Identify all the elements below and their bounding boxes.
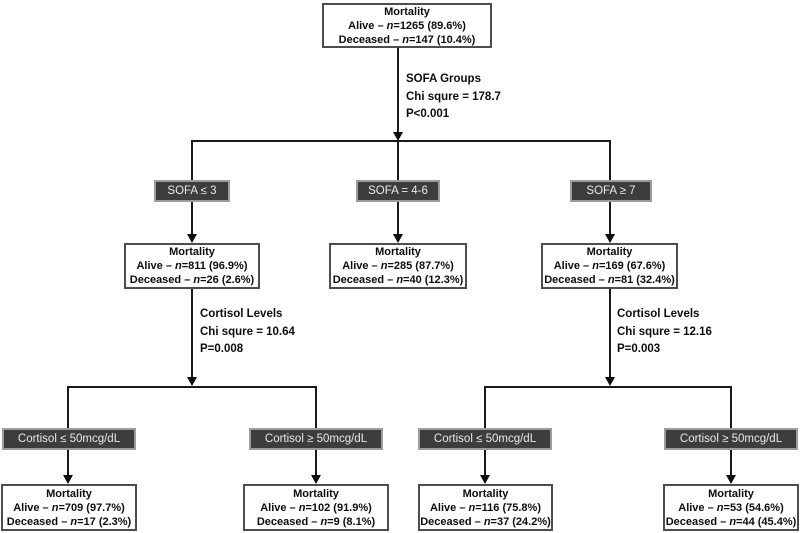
connector-sofa-rail	[192, 140, 610, 142]
box-title: Mortality	[46, 487, 92, 500]
alive-stat: Alive – n=169 (67.6%)	[553, 260, 666, 272]
split-chi: Chi squre = 12.16	[617, 325, 712, 338]
split-p: P=0.003	[617, 343, 661, 355]
mortality-box-le3-cort-ge50: Mortality Alive – n=102 (91.9%) Deceased…	[243, 484, 389, 531]
mortality-box-ge7-cort-ge50: Mortality Alive – n=53 (54.6%) Deceased …	[663, 484, 799, 531]
cortisol-split-annotation-left: Cortisol Levels Chi squre = 10.64 P=0.00…	[200, 306, 295, 359]
alive-stat: Alive – n=709 (97.7%)	[13, 501, 125, 514]
split-p: P=0.008	[200, 343, 244, 355]
connector-right-rail	[485, 386, 731, 388]
deceased-stat: Deceased – n=44 (45.4%)	[665, 515, 797, 528]
connector	[730, 386, 732, 428]
split-label: SOFA Groups	[406, 73, 481, 85]
connector	[397, 202, 399, 235]
alive-stat: Alive – n=285 (87.7%)	[342, 260, 454, 272]
alive-stat: Alive – n=53 (54.6%)	[678, 501, 784, 514]
split-chi: Chi squre = 178.7	[406, 90, 501, 103]
connector-drop-center	[397, 140, 399, 180]
connector-drop-left	[191, 140, 193, 180]
mortality-box-sofa-ge7: Mortality Alive – n=169 (67.6%) Deceased…	[541, 243, 678, 289]
connector-left-rail	[68, 386, 316, 388]
connector	[609, 202, 611, 235]
split-chi: Chi squre = 10.64	[200, 325, 295, 338]
arrowhead	[311, 475, 321, 484]
arrowhead	[726, 475, 736, 484]
deceased-stat: Deceased – n=81 (32.4%)	[544, 274, 675, 286]
connector-root-stem	[397, 48, 399, 133]
deceased-stat: Deceased – n=40 (12.3%)	[332, 274, 464, 286]
deceased-stat: Deceased – n=147 (10.4%)	[338, 33, 476, 46]
connector-left-cortisol-stem	[191, 289, 193, 378]
arrowhead	[480, 475, 490, 484]
sofa-ge7-label: SOFA ≥ 7	[570, 180, 652, 202]
alive-stat: Alive – n=116 (75.8%)	[429, 501, 541, 514]
alive-stat: Alive – n=1265 (89.6%)	[348, 19, 466, 32]
deceased-stat: Deceased – n=17 (2.3%)	[6, 515, 132, 528]
deceased-stat: Deceased – n=9 (8.1%)	[256, 515, 376, 528]
arrowhead	[187, 234, 197, 243]
deceased-stat: Deceased – n=37 (24.2%)	[420, 515, 551, 528]
split-label: Cortisol Levels	[200, 308, 283, 320]
cortisol-le50-label-left: Cortisol ≤ 50mcg/dL	[2, 428, 136, 450]
box-title: Mortality	[708, 487, 754, 500]
sofa-split-annotation: SOFA Groups Chi squre = 178.7 P<0.001	[406, 71, 501, 124]
connector	[67, 450, 69, 476]
box-title: Mortality	[384, 5, 430, 18]
alive-stat: Alive – n=811 (96.9%)	[136, 260, 248, 272]
box-title: Mortality	[169, 246, 215, 258]
mortality-box-sofa-4-6: Mortality Alive – n=285 (87.7%) Deceased…	[329, 243, 467, 289]
connector-drop-right	[609, 140, 611, 180]
sofa-4-6-label: SOFA = 4-6	[356, 180, 440, 202]
cortisol-ge50-label-right: Cortisol ≥ 50mcg/dL	[664, 428, 798, 450]
box-title: Mortality	[293, 487, 339, 500]
sofa-le3-label: SOFA ≤ 3	[154, 180, 230, 202]
box-title: Mortality	[586, 246, 633, 258]
mortality-box-sofa-le3: Mortality Alive – n=811 (96.9%) Deceased…	[124, 243, 260, 289]
connector	[315, 450, 317, 476]
cortisol-le50-label-right: Cortisol ≤ 50mcg/dL	[418, 428, 552, 450]
connector	[315, 386, 317, 428]
mortality-box-ge7-cort-le50: Mortality Alive – n=116 (75.8%) Deceased…	[418, 484, 553, 531]
connector	[484, 450, 486, 476]
split-p: P<0.001	[406, 108, 450, 120]
arrowhead	[63, 475, 73, 484]
connector	[730, 450, 732, 476]
connector	[484, 386, 486, 428]
mortality-box-root: Mortality Alive – n=1265 (89.6%) Decease…	[322, 3, 492, 48]
arrowhead	[605, 234, 615, 243]
arrowhead	[187, 377, 197, 386]
mortality-box-le3-cort-le50: Mortality Alive – n=709 (97.7%) Deceased…	[1, 484, 137, 531]
arrowhead	[605, 377, 615, 386]
arrowhead	[393, 132, 403, 141]
connector	[67, 386, 69, 428]
cortisol-split-annotation-right: Cortisol Levels Chi squre = 12.16 P=0.00…	[617, 306, 712, 359]
cortisol-ge50-label-left: Cortisol ≥ 50mcg/dL	[249, 428, 383, 450]
alive-stat: Alive – n=102 (91.9%)	[260, 501, 372, 514]
deceased-stat: Deceased – n=26 (2.6%)	[129, 274, 255, 286]
box-title: Mortality	[462, 487, 509, 500]
split-label: Cortisol Levels	[617, 308, 700, 320]
connector-right-cortisol-stem	[609, 289, 611, 378]
connector	[191, 202, 193, 235]
arrowhead	[393, 234, 403, 243]
box-title: Mortality	[375, 246, 421, 258]
